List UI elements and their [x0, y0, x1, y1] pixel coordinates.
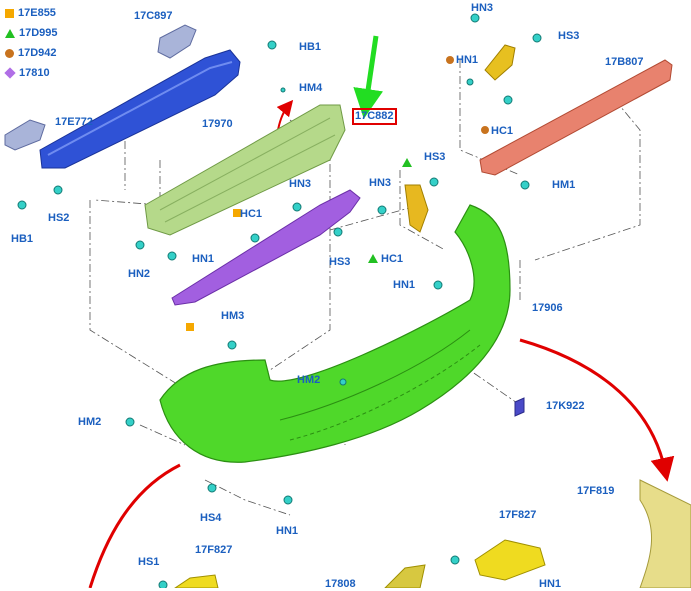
part-17808-shape[interactable] [384, 564, 426, 588]
legend-item-17d942: 17D942 [5, 43, 58, 63]
label-hn3-right[interactable]: HN3 [369, 177, 392, 189]
label-hn1-top[interactable]: HN1 [456, 54, 479, 66]
label-hs4[interactable]: HS4 [200, 512, 222, 524]
label-17c897[interactable]: 17C897 [134, 10, 173, 22]
legend-square-marker-1 [233, 209, 241, 217]
legend-item-17d995: 17D995 [5, 23, 58, 43]
green-pointer-arrow [353, 35, 384, 119]
diamond-symbol-icon [4, 67, 16, 79]
label-hn1-bottom[interactable]: HN1 [276, 525, 299, 537]
label-17b807[interactable]: 17B807 [605, 56, 644, 68]
label-17f827-left[interactable]: 17F827 [195, 544, 233, 556]
fastener-clips [17, 13, 542, 588]
label-hm2-mid[interactable]: HM2 [297, 374, 321, 386]
triangle-symbol-icon [5, 28, 15, 38]
red-flow-arrow-right [519, 338, 675, 482]
bracket-yellow-mid[interactable] [404, 184, 429, 233]
legend-triangle-marker-2 [368, 254, 378, 263]
bracket-17f827-left-shape[interactable] [174, 574, 219, 588]
label-hs2[interactable]: HS2 [48, 212, 70, 224]
legend-circle-marker-2 [481, 126, 489, 134]
label-hc1-top[interactable]: HC1 [491, 125, 514, 137]
legend-triangle-marker-1 [402, 158, 412, 167]
label-hm2-left[interactable]: HM2 [78, 416, 102, 428]
label-hs1[interactable]: HS1 [138, 556, 160, 568]
label-hn2[interactable]: HN2 [128, 268, 151, 280]
label-hm3[interactable]: HM3 [221, 310, 245, 322]
label-hn1-right[interactable]: HN1 [393, 279, 416, 291]
step-pad-17b807-shape[interactable] [479, 59, 673, 176]
red-small-arrow [276, 99, 294, 131]
red-flow-arrow-left [88, 463, 181, 588]
legend-circle-marker-1 [446, 56, 454, 64]
label-hb1-top[interactable]: HB1 [299, 41, 322, 53]
bracket-yellow-top[interactable] [484, 44, 516, 81]
label-hs3-mid[interactable]: HS3 [329, 256, 351, 268]
legend-square-marker-2 [186, 323, 194, 331]
bracket-17f827-right-shape[interactable] [474, 539, 546, 581]
label-hs3-top[interactable]: HS3 [558, 30, 580, 42]
label-hc1-right[interactable]: HC1 [381, 253, 404, 265]
label-17f827-right[interactable]: 17F827 [499, 509, 537, 521]
bumper-cover-17906-shape[interactable] [159, 204, 511, 463]
label-hm4[interactable]: HM4 [299, 82, 323, 94]
bracket-17c897-shape[interactable] [157, 24, 197, 59]
label-hb1-left[interactable]: HB1 [11, 233, 34, 245]
bracket-17810-shape[interactable] [171, 189, 361, 306]
bracket-17e772-shape[interactable] [4, 119, 46, 151]
label-17c882[interactable]: 17C882 [352, 108, 397, 125]
label-hn3-mid[interactable]: HN3 [289, 178, 312, 190]
label-17e772[interactable]: 17E772 [55, 116, 93, 128]
label-hs3-right[interactable]: HS3 [424, 151, 446, 163]
circle-symbol-icon [5, 48, 14, 58]
label-17906[interactable]: 17906 [532, 302, 563, 314]
reflector-17k922-shape[interactable] [514, 397, 525, 417]
label-hc1-mid[interactable]: HC1 [240, 208, 263, 220]
legend-item-17810: 17810 [4, 63, 58, 83]
label-17f819[interactable]: 17F819 [577, 485, 615, 497]
label-17970[interactable]: 17970 [202, 118, 233, 130]
label-hn3-top[interactable]: HN3 [471, 2, 494, 14]
legend: 17E855 17D995 17D942 17810 [4, 3, 58, 83]
square-symbol-icon [5, 8, 14, 18]
label-hn1-mid[interactable]: HN1 [192, 253, 215, 265]
label-17808[interactable]: 17808 [325, 578, 356, 590]
label-17k922[interactable]: 17K922 [546, 400, 585, 412]
legend-item-17e855: 17E855 [5, 3, 58, 23]
label-hn1-bottom-right[interactable]: HN1 [539, 578, 562, 590]
label-hm1[interactable]: HM1 [552, 179, 576, 191]
valance-17f819-shape[interactable] [639, 479, 691, 588]
